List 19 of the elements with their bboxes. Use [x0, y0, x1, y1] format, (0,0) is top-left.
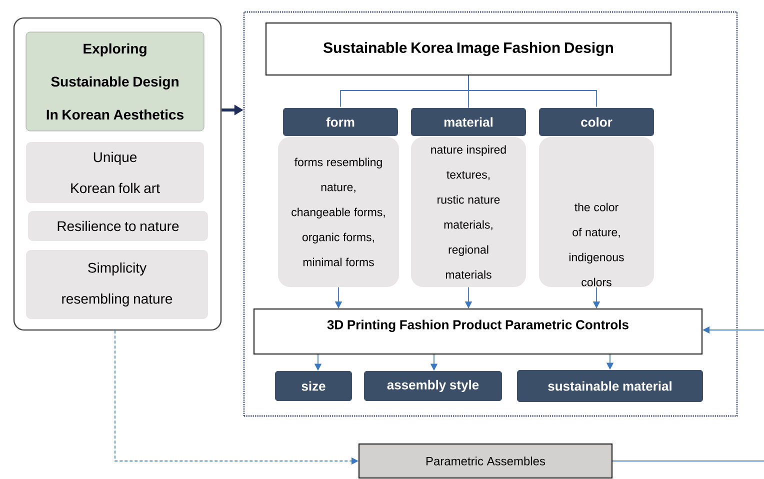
- item-box: Simplicity resembling nature: [26, 250, 208, 319]
- connector-line: [468, 75, 597, 108]
- category-header: material: [411, 108, 526, 136]
- title-box: Sustainable Korea Image Fashion Design: [266, 22, 672, 76]
- item-box: Resilience to nature: [28, 211, 208, 241]
- parameter-box: size: [275, 371, 352, 401]
- group-frame: [243, 11, 738, 417]
- parameter-box: assembly style: [364, 371, 502, 401]
- category-header: color: [539, 108, 654, 136]
- category-header: form: [283, 108, 398, 136]
- description-card: nature inspired textures, rustic nature materials, regional materials: [411, 137, 526, 287]
- parameter-box: sustainable material: [517, 370, 703, 402]
- connector-line: [612, 460, 764, 462]
- item-box: Unique Korean folk art: [26, 142, 204, 203]
- process-box: Parametric Assembles: [358, 444, 612, 478]
- heading-box: Exploring Sustainable Design In Korean Aesthetics: [26, 32, 204, 132]
- description-card: forms resembling nature, changeable forms, organic forms, minimal forms: [278, 137, 399, 287]
- process-box: 3D Printing Fashion Product Parametric Controls: [254, 308, 702, 354]
- description-card: the color of nature, indigenous colors: [539, 137, 654, 287]
